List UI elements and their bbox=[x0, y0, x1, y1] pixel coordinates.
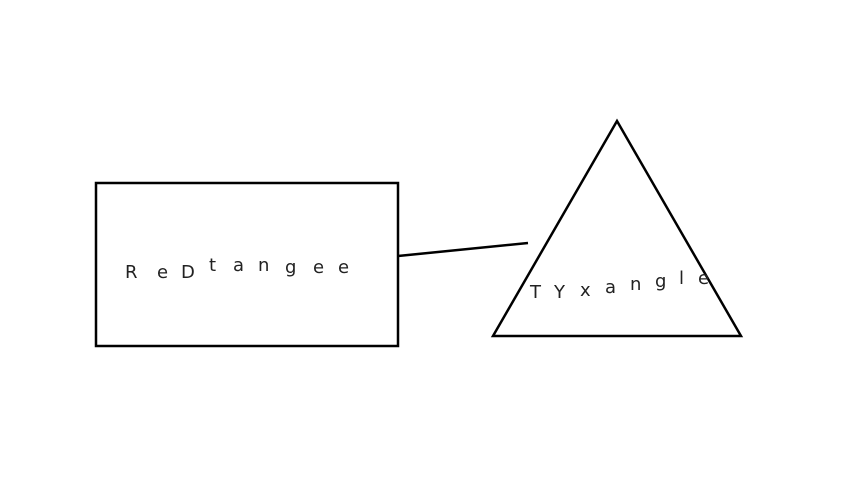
rectangle-label-glyph: n bbox=[258, 255, 269, 276]
rectangle-label-glyph: g bbox=[285, 257, 296, 278]
rectangle-label-glyph: e bbox=[338, 257, 349, 278]
rectangle-label-glyph: R bbox=[125, 262, 138, 283]
triangle-label-glyph: x bbox=[580, 280, 591, 301]
rectangle-label-glyph: a bbox=[233, 255, 244, 276]
triangle-label-glyph: l bbox=[679, 268, 684, 289]
rectangle-shape bbox=[94, 181, 400, 348]
triangle-shape bbox=[490, 118, 744, 338]
triangle-label-glyph: e bbox=[698, 268, 709, 289]
rectangle-label-glyph: D bbox=[181, 262, 195, 283]
triangle-label-glyph: g bbox=[655, 271, 666, 292]
connector-line bbox=[397, 241, 529, 258]
rectangle-label-glyph: e bbox=[157, 262, 168, 283]
triangle-label-glyph: n bbox=[630, 274, 641, 295]
triangle-label-glyph: a bbox=[605, 277, 616, 298]
rectangle-label: R e D t a n g e e bbox=[125, 255, 349, 283]
rectangle-label-glyph: t bbox=[209, 255, 216, 276]
triangle-label-glyph: T bbox=[529, 282, 542, 303]
triangle-label: T Y x a n g l e bbox=[529, 268, 709, 303]
rectangle-label-glyph: e bbox=[313, 257, 324, 278]
triangle-label-glyph: Y bbox=[553, 282, 566, 303]
